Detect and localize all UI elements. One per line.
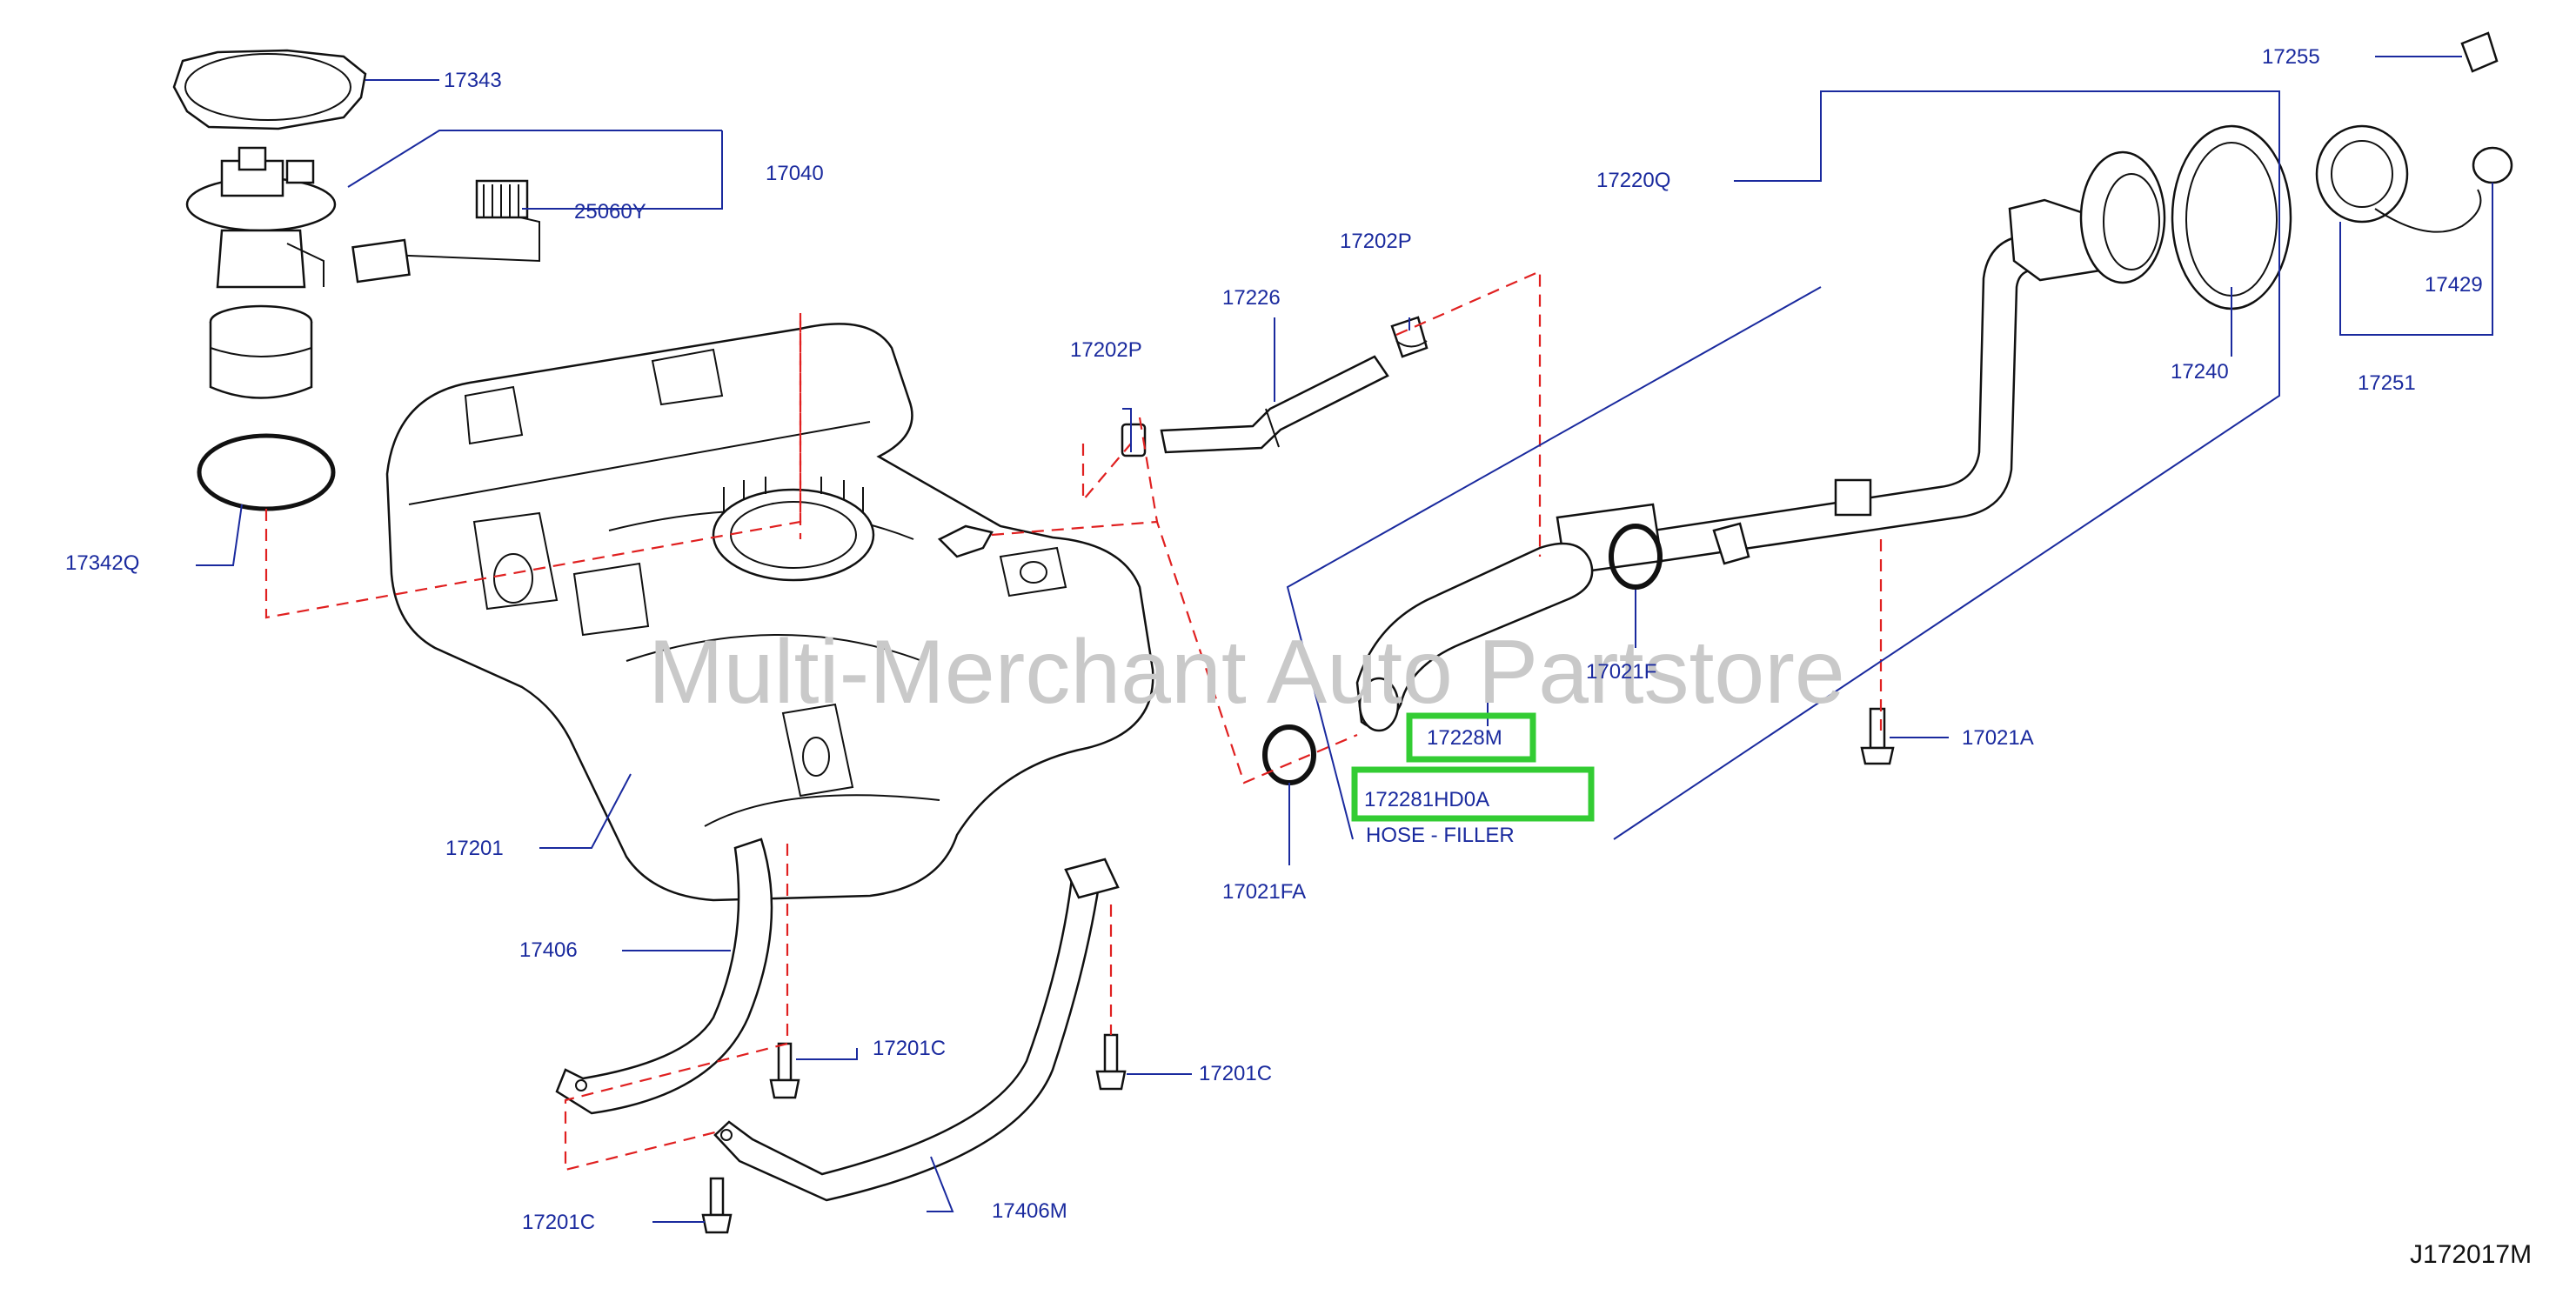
cap-tether-plug[interactable] — [2472, 146, 2513, 184]
strap-bolt-3[interactable] — [701, 1177, 733, 1234]
part-labels: 17343 17040 25060Y 17342Q 17202P 17226 1… — [65, 45, 2532, 1269]
label-17406[interactable]: 17406 — [519, 938, 578, 962]
pump-o-ring[interactable] — [197, 433, 336, 511]
label-17201C-right[interactable]: 17201C — [1199, 1062, 1272, 1085]
alignment-guides — [264, 270, 1883, 1172]
highlight-box-callout — [1406, 712, 1536, 763]
label-25060Y[interactable]: 25060Y — [574, 200, 646, 224]
filler-hose[interactable] — [1355, 542, 1594, 732]
watermark: Multi-Merchant Auto Partstore — [648, 622, 1845, 723]
label-17202P-left[interactable]: 17202P — [1070, 338, 1142, 362]
hose-clamp-lower[interactable] — [1262, 724, 1316, 785]
label-17226[interactable]: 17226 — [1222, 286, 1281, 310]
diagram-code: J172017M — [2410, 1240, 2532, 1269]
leader-lines — [196, 56, 2493, 1223]
fuel-tank[interactable] — [385, 323, 1154, 902]
label-17040[interactable]: 17040 — [766, 162, 824, 185]
highlighted-part-number[interactable]: 172281HD0A — [1364, 788, 1489, 811]
label-17201[interactable]: 17201 — [445, 837, 504, 860]
label-17251[interactable]: 17251 — [2358, 371, 2416, 395]
hose-clamp-upper[interactable] — [1609, 524, 1663, 590]
fuel-level-sender[interactable] — [351, 179, 540, 284]
strap-bolt-2[interactable] — [1095, 1033, 1127, 1091]
fuel-pump-assembly[interactable] — [185, 146, 337, 399]
label-17021F[interactable]: 17021F — [1586, 660, 1656, 684]
label-17021A[interactable]: 17021A — [1962, 726, 2034, 750]
label-17220Q[interactable]: 17220Q — [1596, 169, 1670, 192]
vent-hose[interactable] — [1160, 355, 1389, 454]
label-17021FA[interactable]: 17021FA — [1222, 880, 1306, 904]
label-17201C-lower[interactable]: 17201C — [522, 1211, 595, 1234]
pump-seal-ring[interactable] — [172, 49, 367, 130]
filler-neck-seal[interactable] — [2171, 124, 2292, 310]
highlight-box-part-number — [1351, 766, 1595, 822]
strap-bolt-1[interactable] — [769, 1042, 800, 1099]
highlighted-part-description: HOSE - FILLER — [1366, 824, 1515, 847]
tank-strap-m[interactable] — [713, 858, 1120, 1202]
tank-strap[interactable] — [555, 838, 773, 1115]
label-17429[interactable]: 17429 — [2425, 273, 2483, 297]
label-17343[interactable]: 17343 — [444, 69, 502, 92]
label-17406M[interactable]: 17406M — [992, 1199, 1067, 1223]
fuel-cap-assembly[interactable] — [2315, 124, 2482, 233]
label-17202P-right[interactable]: 17202P — [1340, 230, 1412, 253]
label-17342Q[interactable]: 17342Q — [65, 551, 139, 575]
label-17228M[interactable]: 17228M — [1427, 726, 1502, 750]
filler-mount-bolt[interactable] — [1860, 707, 1895, 765]
cap-retainer-clip[interactable] — [2460, 31, 2499, 73]
filler-pipe-assembly[interactable] — [1556, 150, 2166, 576]
label-17255[interactable]: 17255 — [2262, 45, 2320, 69]
label-17240[interactable]: 17240 — [2171, 360, 2229, 384]
label-17201C-upper[interactable]: 17201C — [873, 1037, 946, 1060]
